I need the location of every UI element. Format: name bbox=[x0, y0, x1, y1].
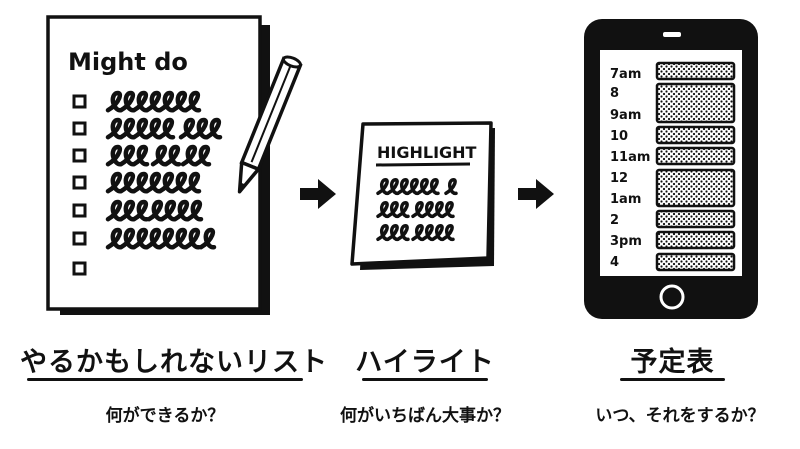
schedule-block bbox=[655, 82, 736, 124]
schedule-time-labels: 7am 8 9am 10 11am 12 1am 2 3pm 4 bbox=[610, 67, 650, 270]
checkbox-icon bbox=[72, 121, 87, 136]
scribble-line bbox=[178, 117, 223, 140]
calendar-question: いつ、それをするか？ bbox=[595, 406, 765, 426]
schedule-time-label: 8 bbox=[610, 86, 619, 101]
scribble-line bbox=[105, 90, 202, 113]
might-do-list-title: やるかもしれないリスト bbox=[20, 347, 328, 378]
scribble-line bbox=[411, 201, 455, 219]
checkbox-icon bbox=[72, 261, 87, 276]
arrow-right-icon bbox=[300, 179, 336, 209]
phone-calendar: 7am 8 9am 10 11am 12 1am 2 3pm 4 bbox=[584, 19, 758, 319]
checkbox-list bbox=[72, 94, 87, 276]
scribble-line bbox=[376, 201, 410, 219]
scribble-line bbox=[105, 144, 150, 167]
schedule-time-label: 3pm bbox=[610, 234, 642, 249]
schedule-time-label: 10 bbox=[610, 129, 628, 144]
schedule-block bbox=[655, 252, 736, 272]
calendar-title-underline bbox=[620, 378, 725, 381]
highlight-question: 何がいちばん大事か？ bbox=[340, 406, 510, 426]
highlight-title-underline bbox=[362, 378, 488, 381]
schedule-time-label: 9am bbox=[610, 108, 641, 123]
highlight-title: ハイライト bbox=[355, 347, 495, 378]
phone-home-button bbox=[659, 284, 685, 310]
pencil-icon bbox=[237, 55, 303, 194]
scribble-line bbox=[411, 224, 455, 242]
scribble-line bbox=[376, 178, 440, 196]
scribble-line bbox=[105, 199, 150, 222]
schedule-time-label: 2 bbox=[610, 213, 619, 228]
arrow-right-icon bbox=[518, 179, 554, 209]
might-do-notepad: Might do bbox=[46, 15, 303, 315]
schedule-block bbox=[655, 230, 736, 250]
scribble-line bbox=[146, 199, 204, 222]
schedule-block bbox=[655, 125, 736, 145]
highlight-scribble-lines bbox=[376, 178, 458, 242]
highlight-heading: HIGHLIGHT bbox=[377, 143, 477, 162]
scribble-lines bbox=[105, 90, 223, 250]
schedule-block bbox=[655, 168, 736, 208]
schedule-time-label: 7am bbox=[610, 67, 641, 82]
scribble-line bbox=[376, 224, 410, 242]
highlight-note: HIGHLIGHT bbox=[350, 121, 495, 270]
checkbox-icon bbox=[72, 94, 87, 109]
checkbox-icon bbox=[72, 148, 87, 163]
checkbox-icon bbox=[72, 203, 87, 218]
checkbox-icon bbox=[72, 231, 87, 246]
checkbox-icon bbox=[72, 175, 87, 190]
scribble-line bbox=[180, 144, 212, 167]
might-do-list-title-underline bbox=[27, 378, 303, 381]
scribble-line bbox=[198, 227, 217, 250]
calendar-title: 予定表 bbox=[630, 347, 715, 378]
schedule-block bbox=[655, 146, 736, 166]
schedule-block bbox=[655, 209, 736, 229]
scribble-line bbox=[105, 227, 202, 250]
scribble-line bbox=[105, 171, 202, 194]
scribble-line bbox=[105, 117, 176, 140]
schedule-time-label: 1am bbox=[610, 192, 641, 207]
scribble-line bbox=[444, 178, 458, 196]
schedule-block bbox=[655, 61, 736, 81]
notepad-heading: Might do bbox=[68, 48, 188, 76]
schedule-blocks bbox=[655, 61, 736, 272]
schedule-time-label: 11am bbox=[610, 150, 650, 165]
highlight-heading-underline bbox=[375, 162, 471, 167]
schedule-time-label: 4 bbox=[610, 255, 619, 270]
scribble-line bbox=[150, 144, 182, 167]
might-do-list-question: 何ができるか？ bbox=[105, 406, 225, 426]
schedule-time-label: 12 bbox=[610, 171, 628, 186]
phone-speaker bbox=[663, 32, 681, 37]
